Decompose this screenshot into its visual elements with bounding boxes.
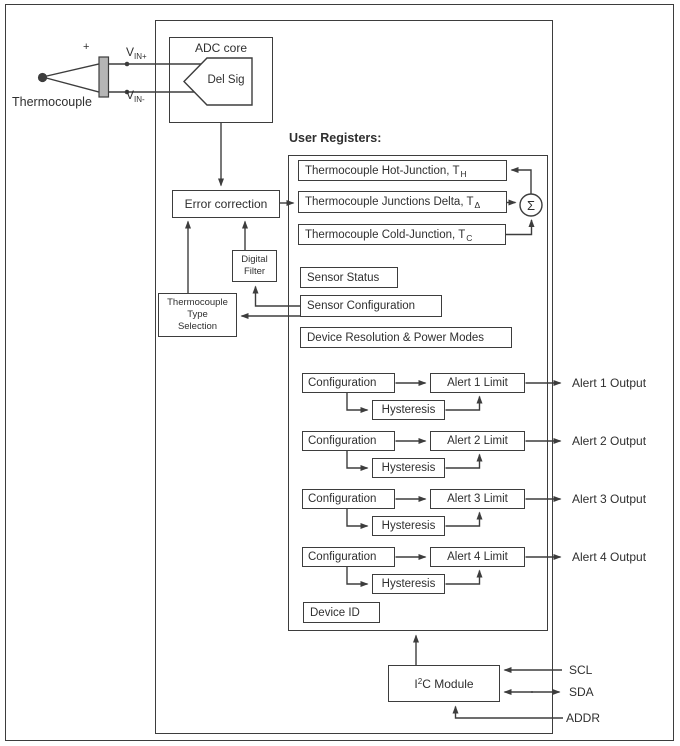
alert4-limit-label: Alert 4 Limit xyxy=(447,551,508,563)
alert2-configuration-label: Configuration xyxy=(308,435,377,447)
alert2-limit-label: Alert 2 Limit xyxy=(447,435,508,447)
hot-junction-sub: H xyxy=(460,168,467,179)
sigma-symbol: Σ xyxy=(526,197,536,213)
device-resolution-register: Device Resolution & Power Modes xyxy=(300,327,512,348)
alert4-limit-box: Alert 4 Limit xyxy=(430,547,525,567)
sensor-configuration-register: Sensor Configuration xyxy=(300,295,442,317)
page-border xyxy=(5,4,674,741)
error-correction-box: Error correction xyxy=(172,190,280,218)
alert2-hysteresis-box: Hysteresis xyxy=(372,458,445,478)
sensor-status-label: Sensor Status xyxy=(307,271,380,284)
alert2-configuration-box: Configuration xyxy=(302,431,395,451)
alert3-configuration-box: Configuration xyxy=(302,489,395,509)
cold-junction-sub: C xyxy=(466,232,473,243)
vin-plus-sub: IN+ xyxy=(134,52,147,61)
alert2-hysteresis-label: Hysteresis xyxy=(381,462,436,474)
addr-pin-label: ADDR xyxy=(566,711,601,725)
vin-minus-main: V xyxy=(126,88,135,102)
thermocouple-label: Thermocouple xyxy=(12,95,92,109)
i2c-post: C Module xyxy=(422,676,474,691)
alert1-hysteresis-box: Hysteresis xyxy=(372,400,445,420)
hot-junction-text: Thermocouple Hot-Junction, T xyxy=(305,164,460,177)
alert1-limit-box: Alert 1 Limit xyxy=(430,373,525,393)
alert4-hysteresis-box: Hysteresis xyxy=(372,574,445,594)
alert1-configuration-label: Configuration xyxy=(308,377,377,389)
alert3-configuration-label: Configuration xyxy=(308,493,377,505)
vin-minus-label: VIN- xyxy=(126,88,145,104)
cold-junction-text: Thermocouple Cold-Junction, T xyxy=(305,228,466,241)
vin-plus-main: V xyxy=(126,45,135,59)
i2c-module-box: I2C Module xyxy=(388,665,500,702)
alert4-configuration-label: Configuration xyxy=(308,551,377,563)
i2c-pre: I xyxy=(414,676,418,691)
plus-sign-label: + xyxy=(83,41,90,53)
device-id-label: Device ID xyxy=(310,606,360,619)
alert2-limit-box: Alert 2 Limit xyxy=(430,431,525,451)
alert3-hysteresis-label: Hysteresis xyxy=(381,520,436,532)
user-registers-outline xyxy=(288,155,548,631)
alert3-output-label: Alert 3 Output xyxy=(572,492,647,506)
alert1-hysteresis-label: Hysteresis xyxy=(381,404,436,416)
user-registers-heading: User Registers: xyxy=(289,131,382,145)
alert2-output-label: Alert 2 Output xyxy=(572,434,647,448)
adc-core-title: ADC core xyxy=(194,41,247,55)
alert3-limit-label: Alert 3 Limit xyxy=(447,493,508,505)
scl-pin-label: SCL xyxy=(569,663,593,677)
alert4-hysteresis-label: Hysteresis xyxy=(381,578,436,590)
junctions-delta-sub: Δ xyxy=(474,200,481,210)
vin-plus-label: VIN+ xyxy=(126,45,147,61)
alert1-configuration-box: Configuration xyxy=(302,373,395,393)
device-resolution-label: Device Resolution & Power Modes xyxy=(307,331,485,344)
i2c-module-label: I2C Module xyxy=(414,677,473,691)
alert4-configuration-box: Configuration xyxy=(302,547,395,567)
alert1-output-label: Alert 1 Output xyxy=(572,376,647,390)
sensor-configuration-label: Sensor Configuration xyxy=(307,300,416,312)
device-id-register: Device ID xyxy=(303,602,380,623)
sda-pin-label: SDA xyxy=(569,685,594,699)
sensor-status-register: Sensor Status xyxy=(300,267,398,288)
error-correction-label: Error correction xyxy=(184,197,268,211)
alert4-output-label: Alert 4 Output xyxy=(572,550,647,564)
device-outline xyxy=(155,20,553,734)
del-sig-label: Del Sig xyxy=(207,74,245,86)
vin-minus-sub: IN- xyxy=(134,95,145,104)
alert3-hysteresis-box: Hysteresis xyxy=(372,516,445,536)
junctions-delta-text: Thermocouple Junctions Delta, T xyxy=(305,196,474,208)
i2c-sup: 2 xyxy=(417,676,423,686)
alert1-limit-label: Alert 1 Limit xyxy=(447,377,508,389)
alert3-limit-box: Alert 3 Limit xyxy=(430,489,525,509)
